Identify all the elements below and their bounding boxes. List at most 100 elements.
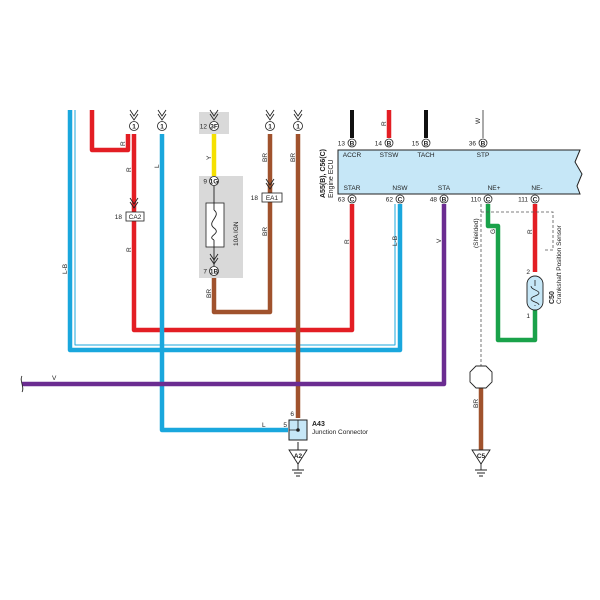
fuse-bottom-arrow xyxy=(209,253,219,265)
connector-marker xyxy=(129,121,139,131)
shield-lines xyxy=(480,204,554,366)
pin-marker xyxy=(439,194,449,204)
ground-triangle xyxy=(288,449,308,465)
sensor-body xyxy=(526,275,544,311)
connector-pin: 18 xyxy=(115,214,123,221)
pin-marker xyxy=(483,194,493,204)
connector-marker xyxy=(265,121,275,131)
pin-conn: B xyxy=(481,141,486,148)
connector-name: EA1 xyxy=(266,195,279,202)
wire-label-lb: L-B xyxy=(392,236,399,246)
connector-arrow xyxy=(293,109,303,121)
connector-arrow xyxy=(129,109,139,121)
pin-number: 111 xyxy=(518,197,528,204)
inline-connector-ea1: EA1 18 xyxy=(251,192,283,203)
connector-id: 1 xyxy=(268,124,272,131)
wire-label-r: R xyxy=(126,247,133,252)
connector-marker xyxy=(293,121,303,131)
shield-ground-octagon xyxy=(469,365,493,389)
wire-label-r: R xyxy=(344,239,351,244)
fuse-top-pin xyxy=(209,121,219,131)
connector-1-a: 1 xyxy=(129,109,139,131)
wire-label-r: R xyxy=(120,141,127,146)
pin-marker xyxy=(395,194,405,204)
wire-break-mark xyxy=(20,375,24,393)
wire-label-y: Y xyxy=(206,155,213,160)
pin-conn: B xyxy=(442,197,447,204)
sensor-ref: C50 xyxy=(549,291,556,304)
pin-number: 63 xyxy=(338,197,346,204)
junction-pin-top: 6 xyxy=(290,411,294,418)
wire-label-w: W xyxy=(475,117,482,124)
ea1-arrow xyxy=(265,178,275,190)
connector-id: 1 xyxy=(296,124,300,131)
wire-label-br: BR xyxy=(473,399,480,408)
ecu-pin-star: STAR C 63 xyxy=(338,185,361,204)
wire-label-br: BR xyxy=(262,227,269,236)
connector-arrow xyxy=(265,109,275,121)
ecu-pin-sta: STA B 48 xyxy=(430,185,451,204)
shielded-label: (Shielded) xyxy=(473,218,480,248)
fuse-top-pin-number: 12 xyxy=(200,124,208,131)
fuse-bottom-pin-number: 7 xyxy=(203,269,207,276)
pin-signal: ACCR xyxy=(343,152,362,159)
wire-label-br: BR xyxy=(262,153,269,162)
ground-a2: A2 xyxy=(288,449,308,477)
wire-label-br: BR xyxy=(206,289,213,298)
ecu-pin-accr: B 13 ACCR xyxy=(338,138,362,159)
ca2-arrow xyxy=(129,197,139,209)
sensor-coil-icon xyxy=(530,280,540,306)
wire-label-r: R xyxy=(126,167,133,172)
wire-label-v: V xyxy=(436,238,443,243)
wire-label-br: BR xyxy=(290,153,297,162)
wire-label-g: G xyxy=(490,229,497,234)
fuse-bottom-conn: 1B xyxy=(210,269,219,276)
pin-marker xyxy=(347,194,357,204)
pin-number: 14 xyxy=(375,141,383,148)
connector-1-d: 1 xyxy=(293,109,303,131)
wire-br-fuse-ea1 xyxy=(211,134,273,315)
wires xyxy=(22,110,538,450)
connector-1-b: 1 xyxy=(157,109,167,131)
ecu-pin-ne-plus: NE+ C 110 xyxy=(471,185,501,204)
ecu-body xyxy=(337,149,583,195)
shield-ground-point xyxy=(469,365,493,389)
pin-conn: C xyxy=(486,197,491,204)
fuse-top-conn: 3F xyxy=(210,124,218,131)
connector-id: 1 xyxy=(132,124,136,131)
ground-id: C5 xyxy=(477,453,486,460)
top-connectors: 1 1 1 1 xyxy=(129,109,303,265)
pin-signal: NE+ xyxy=(488,185,501,192)
fuse-mid-pin-number: 9 xyxy=(203,179,207,186)
ecu-name: Engine ECU xyxy=(328,159,335,198)
fuse-symbol-wire xyxy=(211,186,217,266)
fuse-bottom-pin xyxy=(209,266,219,276)
connector-box xyxy=(125,211,145,222)
pin-number: 110 xyxy=(471,197,482,204)
junction-name: Junction Connector xyxy=(312,429,369,436)
inline-connector-ca2: CA2 18 xyxy=(115,211,145,222)
ground-c5: C5 xyxy=(471,449,491,477)
ecu-pin-tach: B 15 TACH xyxy=(412,138,435,159)
ground-icon xyxy=(292,464,304,477)
pin-marker xyxy=(421,138,431,148)
wire-labels: R R L Y BR BR BR BR L-B L-B R V V L G R … xyxy=(52,117,534,429)
wire-label-l: L xyxy=(262,422,266,429)
connector-id: 1 xyxy=(160,124,164,131)
pin-marker xyxy=(347,138,357,148)
pin-conn: C xyxy=(533,197,538,204)
fuse-symbol xyxy=(205,202,225,248)
ecu-pin-stsw: B 14 STSW xyxy=(375,138,399,159)
pin-number: 36 xyxy=(469,141,477,148)
pin-signal: NE- xyxy=(531,185,542,192)
fuse-mid-conn: 1G xyxy=(210,179,219,186)
wire-red-star xyxy=(131,134,355,333)
sensor-pin-top: 2 xyxy=(526,269,530,276)
wire-l-junction xyxy=(159,134,288,433)
connector-name: CA2 xyxy=(129,214,142,221)
junction-lines xyxy=(289,420,299,431)
wire-red-topleft xyxy=(89,110,131,153)
junction-connector: 6 5 A43 Junction Connector xyxy=(283,411,369,441)
pin-signal: TACH xyxy=(417,152,435,159)
pin-signal: STP xyxy=(477,152,490,159)
